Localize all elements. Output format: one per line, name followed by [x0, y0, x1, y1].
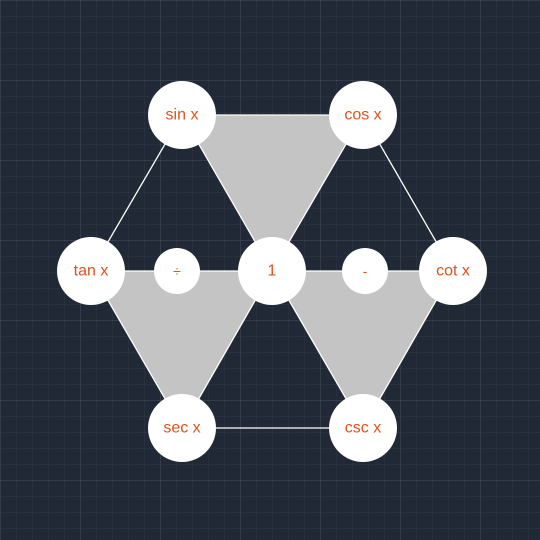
node-sec: sec x — [148, 394, 216, 462]
node-one-label: 1 — [268, 263, 277, 280]
node-sec-label: sec x — [163, 420, 200, 437]
triangle-tan-1-sec — [91, 271, 272, 428]
node-cos: cos x — [329, 81, 397, 149]
node-cot: cot x — [419, 237, 487, 305]
divide-operator: ÷ — [154, 248, 200, 294]
node-sin-label: sin x — [166, 107, 199, 124]
triangle-sin-cos-1 — [182, 115, 363, 271]
node-tan: tan x — [57, 237, 125, 305]
node-tan-label: tan x — [74, 263, 109, 280]
divide-symbol: ÷ — [173, 263, 181, 279]
minus-operator: - — [342, 248, 388, 294]
node-cos-label: cos x — [344, 107, 381, 124]
minus-symbol: - — [363, 263, 368, 279]
node-csc-label: csc x — [345, 420, 381, 437]
triangle-1-cot-csc — [272, 271, 453, 428]
node-sin: sin x — [148, 81, 216, 149]
node-csc: csc x — [329, 394, 397, 462]
node-one: 1 — [238, 237, 306, 305]
node-cot-label: cot x — [436, 263, 470, 280]
